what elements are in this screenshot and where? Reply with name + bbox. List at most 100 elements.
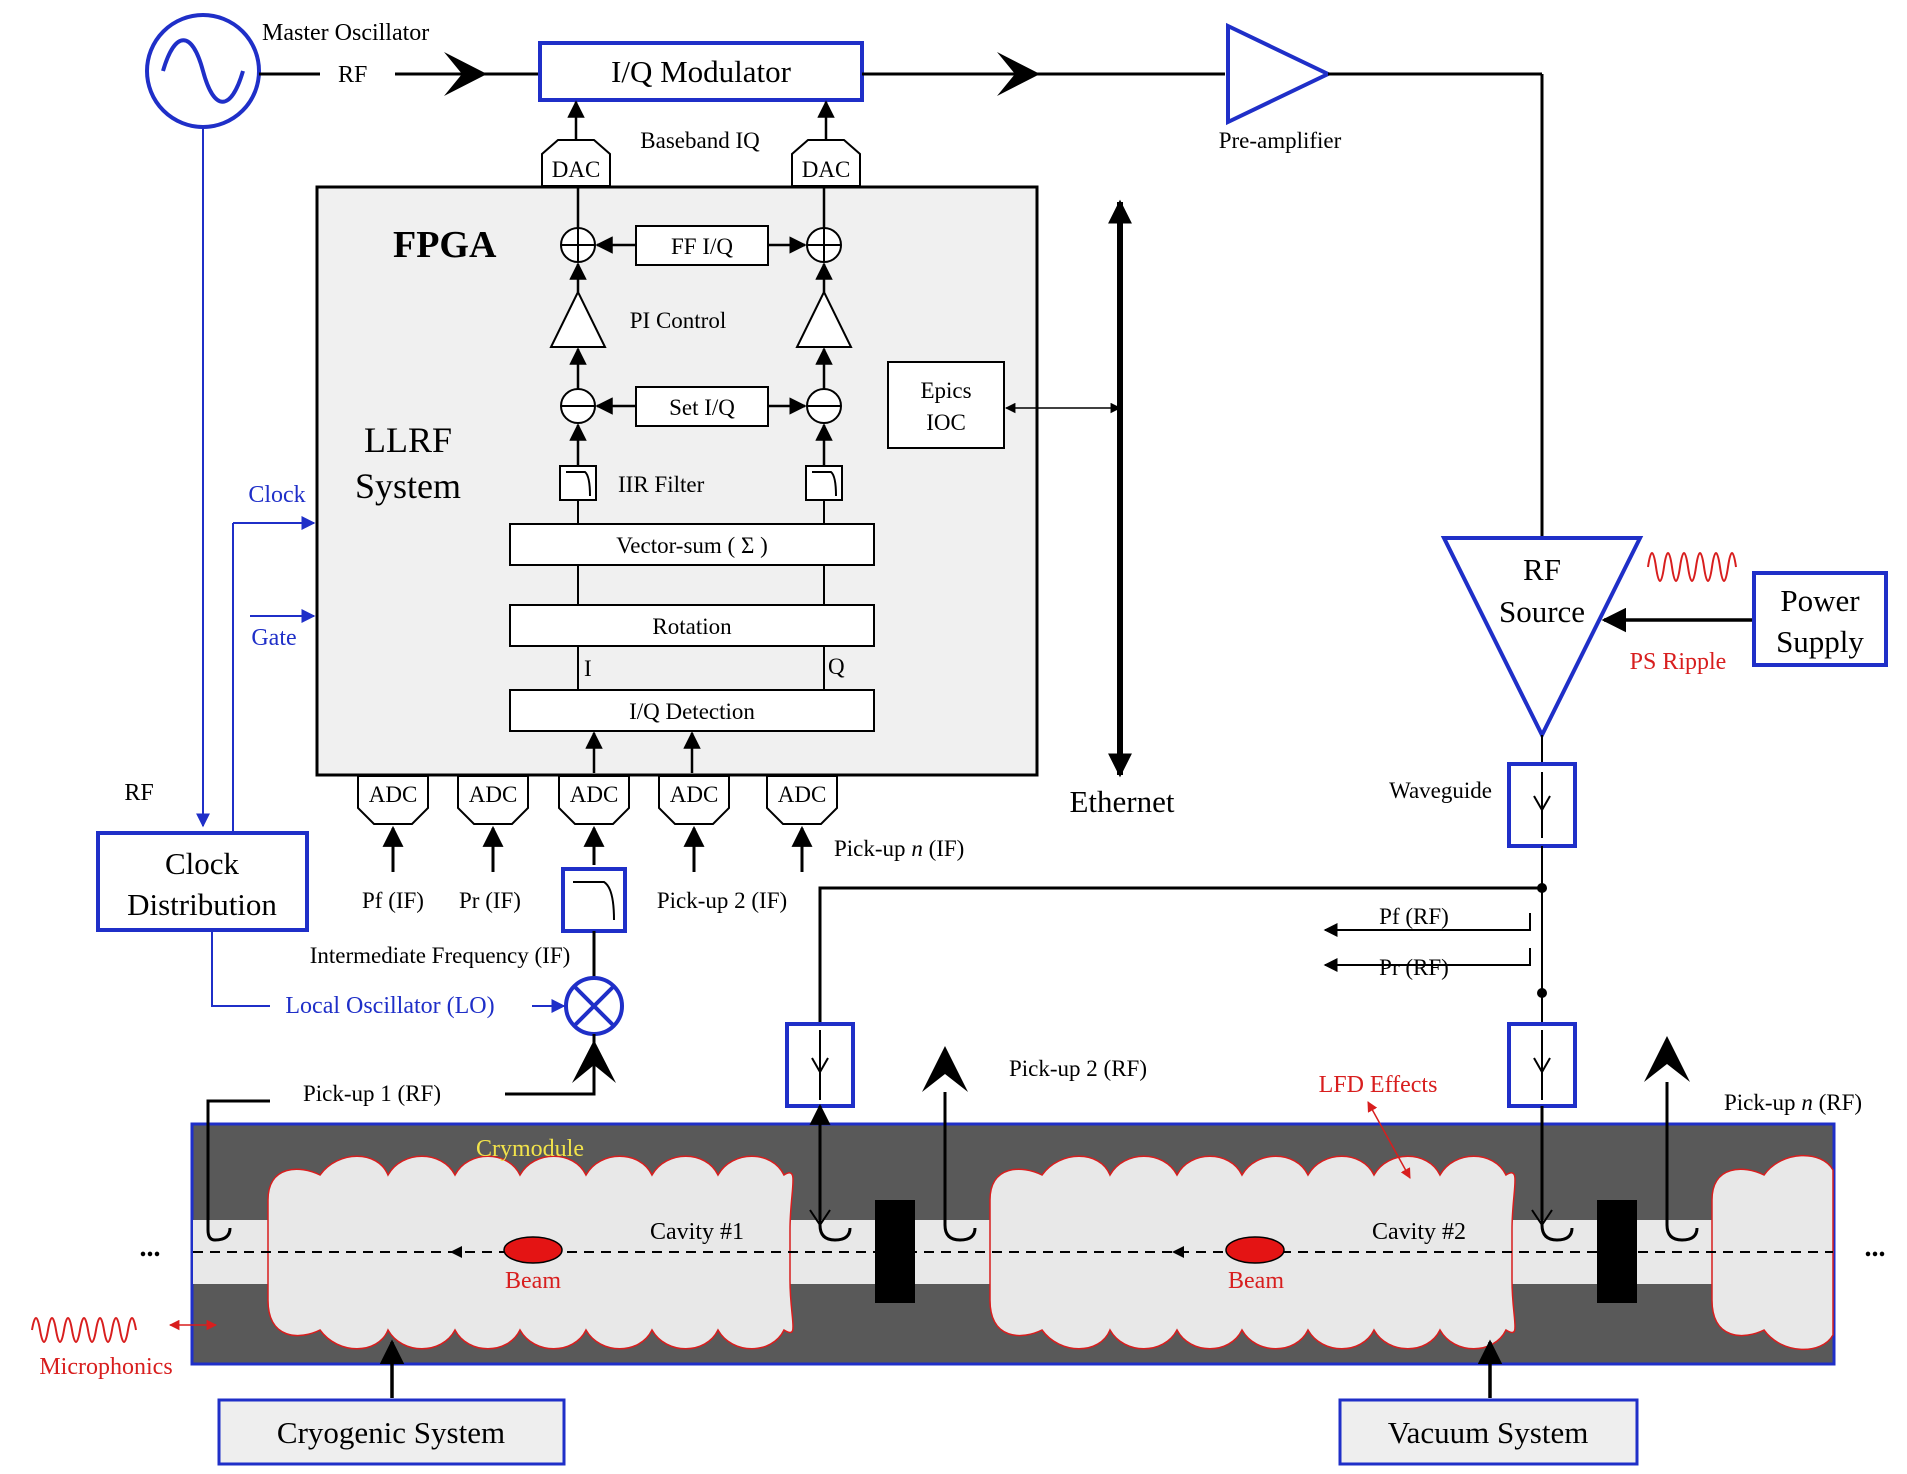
epics-label-line1: Epics [920, 378, 971, 403]
svg-text:ADC: ADC [369, 782, 418, 807]
master-oscillator [145, 13, 261, 129]
adder-left-icon [560, 227, 596, 263]
epics-ioc-box [887, 361, 1005, 449]
pickup2-if-label: Pick-up 2 (IF) [657, 888, 787, 913]
clock-label: Clock [248, 482, 305, 508]
iir-filter-right-icon [805, 465, 843, 501]
dac-right: DAC [791, 139, 861, 187]
baseband-iq-label: Baseband IQ [640, 128, 760, 153]
epics-label-line2: IOC [926, 410, 966, 435]
subtractor-left-icon [560, 388, 596, 424]
adc-1: ADC [357, 775, 429, 825]
rf-source-line2: Source [1499, 594, 1585, 629]
microphonics-wave-icon [31, 1317, 137, 1343]
lfd-effects-label: LFD Effects [1319, 1072, 1438, 1098]
power-supply-line2: Supply [1776, 624, 1864, 659]
flange-2 [1597, 1200, 1637, 1303]
pi-control-right-triangle [795, 289, 853, 348]
vector-sum-label: Vector-sum ( Σ ) [616, 533, 768, 558]
coupler-1 [785, 1022, 855, 1108]
ethernet-label: Ethernet [1069, 784, 1174, 819]
iq-detection-label: I/Q Detection [629, 699, 755, 724]
ellipsis-right: ... [1865, 1232, 1886, 1263]
i-label: I [584, 656, 592, 681]
vacuum-system-box [1338, 1398, 1639, 1466]
pre-amplifier-triangle [1226, 22, 1333, 126]
rf-connector-arrow [444, 52, 487, 96]
cryogenic-system-box [217, 1398, 566, 1466]
pickup1-connector-arrow [572, 1040, 616, 1083]
fpga-label: FPGA [393, 224, 497, 266]
ellipsis-left: ... [140, 1232, 161, 1263]
intermediate-frequency-label: Intermediate Frequency (IF) [310, 943, 571, 968]
cavity-3-partial [1711, 1154, 1834, 1351]
svg-text:ADC: ADC [778, 782, 827, 807]
pickup1-rf-label: Pick-up 1 (RF) [303, 1081, 441, 1106]
sine-wave-icon [161, 38, 245, 104]
pickupn-if-label: Pick-up n (IF) [834, 836, 964, 861]
iir-filter-label: IIR Filter [618, 472, 705, 497]
cavity-2-label: Cavity #2 [1372, 1219, 1466, 1245]
pickupn-rf-label: Pick-up n (RF) [1724, 1090, 1862, 1115]
rf-left-label: RF [124, 780, 153, 806]
fpga-box [315, 185, 1039, 777]
pr-rf-label: Pr (RF) [1379, 955, 1449, 980]
ps-ripple-wave-icon [1647, 552, 1737, 582]
iir-filter-left-icon [559, 465, 597, 501]
pre-amplifier-label: Pre-amplifier [1219, 128, 1342, 153]
iq-modulator-label: I/Q Modulator [611, 54, 792, 89]
subtractor-right-icon [806, 388, 842, 424]
clock-distribution-line2: Distribution [127, 887, 277, 922]
power-supply-line1: Power [1780, 583, 1860, 618]
beam-1-label: Beam [505, 1268, 561, 1294]
rf-source-triangle [1440, 536, 1644, 740]
clock-distribution-line1: Clock [165, 846, 240, 881]
pickup-1-loop [206, 1099, 270, 1242]
rf-top-label: RF [338, 62, 367, 88]
flange-1 [875, 1200, 915, 1303]
pickup2-connector-arrow [922, 1046, 968, 1092]
vacuum-system-label: Vacuum System [1388, 1415, 1589, 1450]
iq-modulator-box [538, 41, 864, 102]
llrf-label-line2: System [355, 466, 461, 506]
mixer-icon [564, 976, 624, 1036]
if-lowpass-filter-icon [561, 867, 627, 933]
waveguide-label: Waveguide [1389, 778, 1492, 803]
ff-iq-label: FF I/Q [671, 234, 733, 259]
vector-sum-box [509, 523, 875, 566]
adc-3: ADC [558, 775, 630, 825]
pi-control-left-triangle [549, 289, 607, 348]
adc-2: ADC [457, 775, 529, 825]
power-supply-box [1752, 571, 1888, 667]
adder-right-icon [806, 227, 842, 263]
coupler-2 [1507, 1022, 1577, 1108]
rotation-label: Rotation [652, 614, 732, 639]
svg-text:ADC: ADC [670, 782, 719, 807]
svg-text:ADC: ADC [570, 782, 619, 807]
pf-if-label: Pf (IF) [362, 888, 424, 913]
svg-text:ADC: ADC [469, 782, 518, 807]
pf-rf-label: Pf (RF) [1379, 904, 1449, 929]
pi-control-label: PI Control [630, 308, 726, 333]
microphonics-label: Microphonics [39, 1354, 172, 1380]
crymodule-label: Crymodule [476, 1136, 584, 1162]
beam-2-bunch [1225, 1236, 1285, 1264]
svg-text:DAC: DAC [802, 157, 851, 182]
beam-1-bunch [503, 1236, 563, 1264]
beam-2-label: Beam [1228, 1268, 1284, 1294]
cavity-1-label: Cavity #1 [650, 1219, 744, 1245]
cryogenic-system-label: Cryogenic System [277, 1415, 505, 1450]
master-oscillator-label: Master Oscillator [262, 20, 429, 46]
llrf-label-line1: LLRF [364, 420, 452, 460]
dac-left: DAC [541, 139, 611, 187]
gate-label: Gate [251, 625, 296, 651]
rf-source-line1: RF [1523, 552, 1561, 587]
ps-ripple-label: PS Ripple [1630, 649, 1727, 675]
local-oscillator-label: Local Oscillator (LO) [285, 993, 494, 1019]
q-label: Q [828, 654, 845, 679]
pickupn-connector-arrow [1644, 1036, 1690, 1082]
waveguide-box [1507, 762, 1577, 848]
svg-text:DAC: DAC [552, 157, 601, 182]
iq-detection-box [509, 689, 875, 732]
